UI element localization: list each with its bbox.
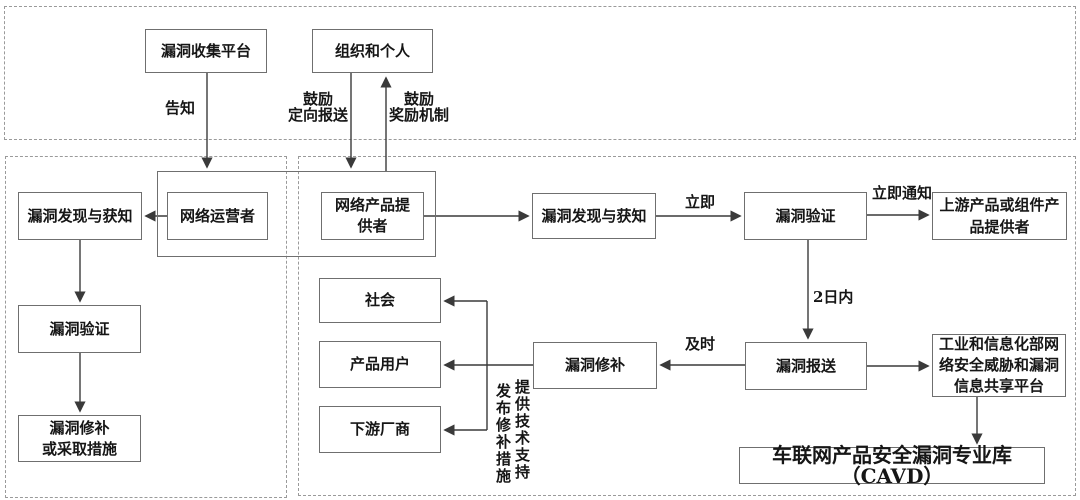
node-cavd-database: 车联网产品安全漏洞专业库（CAVD）	[739, 444, 1045, 486]
dashed-region-network-operator	[5, 156, 287, 498]
edge-label-provide-technical-support: 提供技术支持	[513, 379, 531, 481]
node-right-vulnerability-verification: 漏洞验证	[744, 192, 867, 240]
edge-label-immediately: 立即	[684, 193, 715, 211]
node-organizations-and-individuals: 组织和个人	[312, 29, 433, 73]
dashed-region-top	[4, 6, 1076, 140]
node-miit-sharing-platform: 工业和信息化部网 络安全威胁和漏洞 信息共享平台	[932, 334, 1066, 397]
node-network-operator: 网络运营者	[167, 192, 268, 240]
node-downstream-vendors: 下游厂商	[319, 406, 441, 453]
node-vulnerability-collection-platform: 漏洞收集平台	[145, 29, 267, 73]
edge-label-immediately-notify: 立即通知	[871, 184, 932, 202]
node-network-product-provider: 网络产品提 供者	[321, 192, 424, 240]
node-right-vulnerability-discovery: 漏洞发现与获知	[532, 193, 656, 239]
edge-label-within-2-days: 2日内	[813, 288, 854, 306]
dashed-region-product-provider	[298, 156, 1076, 496]
edge-label-publish-repair-measures: 发布修补措施	[494, 383, 512, 485]
node-left-vulnerability-verification: 漏洞验证	[18, 305, 141, 353]
edge-label-encourage-reward-mechanism: 鼓励 奖励机制	[388, 90, 449, 124]
node-society: 社会	[319, 278, 441, 323]
edge-label-notify: 告知	[164, 99, 195, 117]
edge-label-encourage-directed-report: 鼓励 定向报送	[287, 90, 348, 124]
node-left-repair-or-measures: 漏洞修补 或采取措施	[18, 415, 141, 462]
group-rect-subjects	[157, 171, 436, 257]
node-vulnerability-report: 漏洞报送	[745, 342, 867, 390]
edge-label-timely: 及时	[684, 335, 715, 353]
node-vulnerability-repair: 漏洞修补	[533, 342, 657, 389]
node-left-vulnerability-discovery: 漏洞发现与获知	[18, 192, 142, 240]
node-product-users: 产品用户	[319, 341, 441, 388]
node-upstream-product-provider: 上游产品或组件产 品提供者	[932, 192, 1067, 240]
